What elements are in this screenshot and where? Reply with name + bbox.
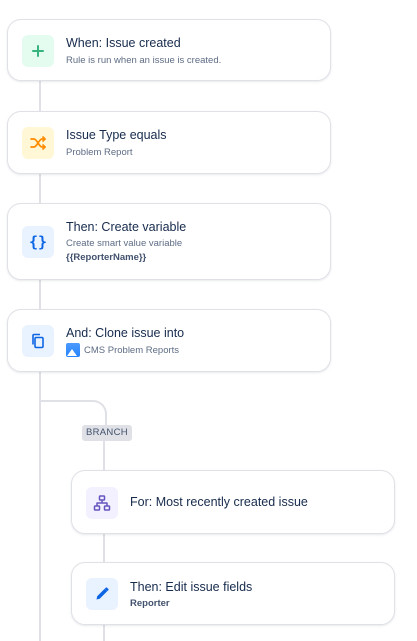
project-avatar-icon (66, 343, 80, 357)
step-title: When: Issue created (66, 36, 181, 50)
step-subtitle: Rule is run when an issue is created. (66, 55, 222, 66)
plus-icon (22, 35, 54, 67)
shuffle-icon (22, 127, 54, 159)
step-title: Issue Type equals (66, 128, 167, 142)
step-subtitle: Problem Report (66, 147, 133, 158)
branch-connector-curve (39, 400, 107, 432)
trigger-card[interactable]: When: Issue created Rule is run when an … (7, 19, 331, 81)
branch-for-card[interactable]: For: Most recently created issue (71, 470, 395, 534)
step-subtitle: Create smart value variable (66, 238, 183, 249)
project-name: CMS Problem Reports (84, 344, 180, 356)
condition-card[interactable]: Issue Type equals Problem Report (7, 111, 331, 174)
hierarchy-icon (86, 487, 118, 519)
edit-issue-card[interactable]: Then: Edit issue fields Reporter (71, 562, 395, 625)
braces-icon: {} (22, 226, 54, 258)
step-title: Then: Edit issue fields (130, 580, 253, 594)
branch-label: BRANCH (82, 425, 132, 441)
clone-issue-card[interactable]: And: Clone issue into CMS Problem Report… (7, 309, 331, 372)
step-title: For: Most recently created issue (130, 495, 308, 509)
copy-icon (22, 325, 54, 357)
step-subtitle: Reporter (130, 598, 170, 609)
variable-name: {{ReporterName}} (66, 252, 147, 263)
project-row: CMS Problem Reports (66, 343, 179, 357)
create-variable-card[interactable]: {} Then: Create variable Create smart va… (7, 203, 331, 280)
step-title: Then: Create variable (66, 220, 187, 234)
step-title: And: Clone issue into (66, 326, 185, 340)
pencil-icon (86, 578, 118, 610)
branch-connector-line (103, 430, 105, 641)
